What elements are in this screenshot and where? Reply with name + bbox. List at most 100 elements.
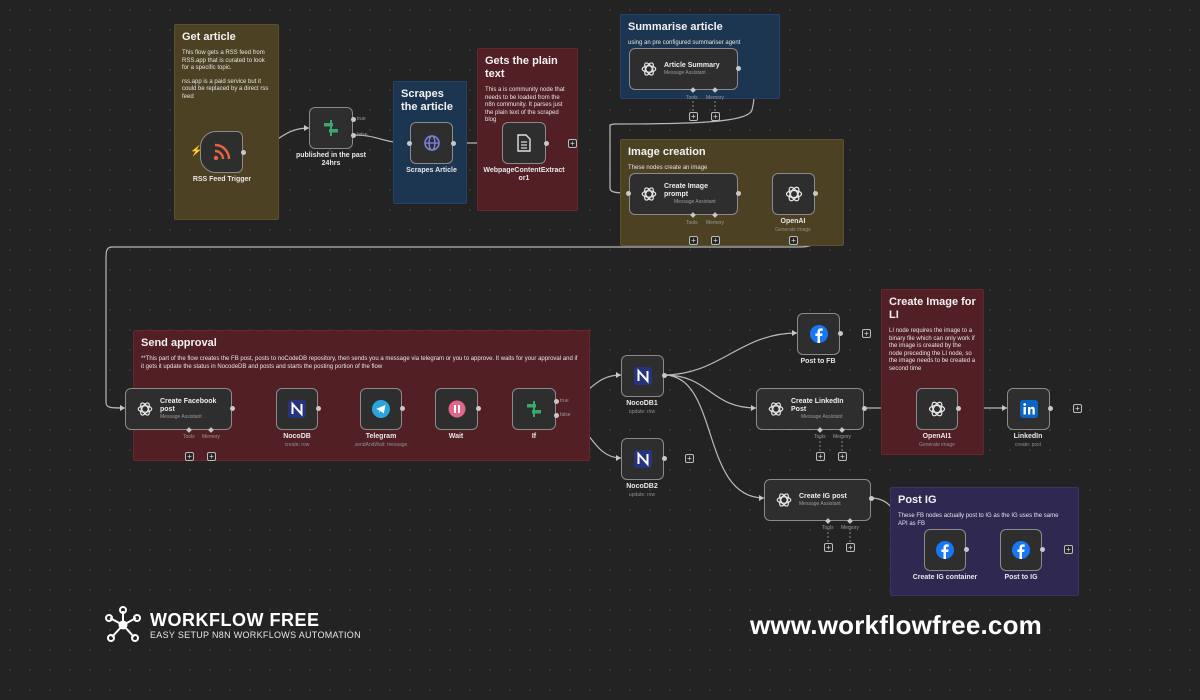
lightning-icon: ⚡ [190,146,203,157]
node-title: Create Facebook post [160,397,217,413]
add-memory-button[interactable]: + [838,452,847,461]
sticky-post-ig[interactable]: Post IG These FB nodes actually post to … [890,487,1079,596]
node-subtitle: Message Assistant [801,413,843,420]
tools-label: Tools [822,525,834,531]
openai-icon [928,401,946,417]
node-subtitle: update: row [628,492,656,498]
output-port [1040,547,1045,552]
port-true-label: true [357,116,366,122]
sticky-title: Gets the plain text [485,55,558,80]
sticky-get-article[interactable]: Get article This flow gets a RSS feed fr… [174,24,279,220]
node-create-ig-container[interactable] [924,529,966,571]
memory-label: Memory [202,434,221,440]
node-if[interactable] [512,388,556,430]
nocodb-icon [633,450,652,468]
add-node-button[interactable]: + [1073,404,1082,413]
brand-tagline: EASY SETUP N8N WORKFLOWS AUTOMATION [150,630,361,640]
node-published-24hrs[interactable] [309,107,353,149]
facebook-icon [809,325,828,343]
node-label: Wait [448,433,464,440]
add-memory-button[interactable]: + [846,543,855,552]
node-rss-feed-trigger[interactable] [200,131,243,173]
output-port [662,456,667,461]
sticky-body: using an pre configured summariser agent [628,40,741,46]
node-linkedin[interactable] [1007,388,1050,430]
add-node-button[interactable]: + [1064,545,1073,554]
node-wait[interactable] [435,388,478,430]
output-port [230,406,235,411]
openai-icon [785,186,802,202]
add-memory-button[interactable]: + [207,452,216,461]
sticky-title: Scrapes the article [401,88,453,113]
wire-nocodb1-ig [663,374,765,499]
node-telegram[interactable] [360,388,402,430]
memory-label: Memory [706,95,725,101]
node-webpage-content-extractor[interactable] [502,122,546,164]
node-subtitle: update: row [628,409,656,415]
port-false-label: false [560,412,571,418]
node-openai[interactable] [772,173,815,215]
node-nocodb1[interactable] [621,355,664,397]
sticky-image-li[interactable]: Create Image for LI LI node requires the… [881,289,984,455]
rss-icon [213,143,230,161]
add-memory-button[interactable]: + [711,112,720,121]
memory-label: Memory [706,220,725,226]
add-tools-button[interactable]: + [816,452,825,461]
add-tools-button[interactable]: + [824,543,833,552]
port-false[interactable] [351,133,356,138]
add-node-button[interactable]: + [789,236,798,245]
node-label: Telegram [365,433,397,440]
memory-label: Memory [841,525,860,531]
port-false[interactable] [554,413,559,418]
node-subtitle: create: row [284,442,310,448]
nocodb-icon [633,367,652,385]
sticky-body: rss.app is a paid service but it could b… [182,78,269,100]
openai-icon [641,62,657,76]
node-nocodb2[interactable] [621,438,664,480]
add-tools-button[interactable]: + [689,236,698,245]
add-node-button[interactable]: + [862,329,871,338]
add-tools-button[interactable]: + [185,452,194,461]
node-openai1[interactable] [916,388,958,430]
globe-icon [423,135,440,151]
output-port [964,547,969,552]
sticky-title: Image creation [628,146,706,158]
node-subtitle: Message Assistant [674,198,716,205]
node-nocodb[interactable] [276,388,318,430]
brand-name: WORKFLOW FREE [150,610,320,630]
port-true[interactable] [554,399,559,404]
node-label: LinkedIn [1013,433,1043,440]
telegram-icon [372,400,390,418]
node-post-to-ig[interactable] [1000,529,1042,571]
sticky-body: This a is community node that needs to b… [485,87,565,123]
website-url: www.workflowfree.com [750,610,1042,640]
sticky-plain-text[interactable]: Gets the plain text This a is community … [477,48,578,211]
node-subtitle: Message Assistant [160,413,202,420]
sticky-body: These FB nodes actually post to IG as th… [898,513,1059,527]
node-subtitle: Message Assistant [799,500,841,507]
node-subtitle: Generate image [775,227,811,233]
add-node-button[interactable]: + [568,139,577,148]
node-label: OpenAI [780,218,806,225]
add-node-button[interactable]: + [685,454,694,463]
port-true[interactable] [351,117,356,122]
if-signpost-icon [324,120,338,136]
node-label: NocoDB1 [626,400,658,407]
add-tools-button[interactable]: + [689,112,698,121]
add-memory-button[interactable]: + [711,236,720,245]
tools-label: Tools [814,434,826,440]
output-port [736,66,741,71]
node-label: NocoDB2 [626,483,658,490]
node-scrapes-article[interactable] [410,122,453,164]
node-post-to-fb[interactable] [797,313,840,355]
node-title: Create Image prompt [664,182,708,198]
linkedin-icon [1019,400,1038,418]
node-label: Post to IG [1004,574,1038,581]
node-label: Create IG container [912,574,978,581]
